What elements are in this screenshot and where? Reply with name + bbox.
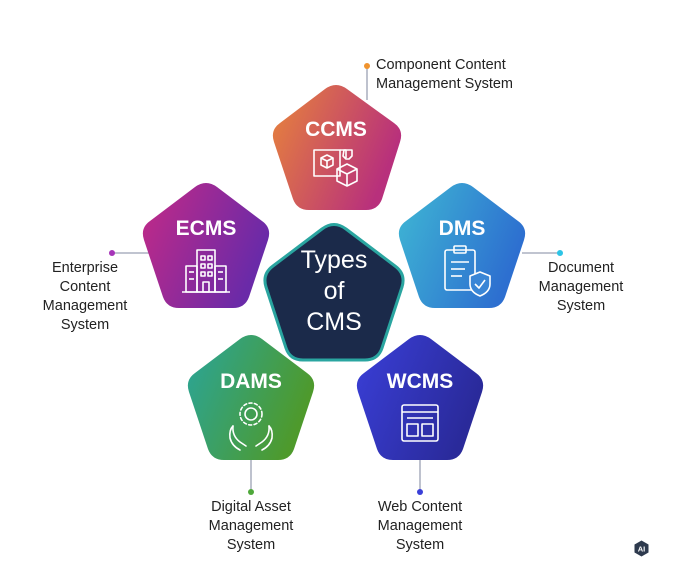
- connector-lines: [112, 66, 560, 492]
- ecms-description-line: Enterprise: [51, 260, 119, 276]
- dms-connector-dot: [557, 250, 563, 256]
- ecms-node: ECMS: [142, 183, 270, 308]
- dms-description-line: Document: [547, 260, 615, 276]
- ecms-description-line: Management: [42, 298, 128, 314]
- ai-hexagon-icon: AI: [634, 540, 649, 557]
- ecms-description-line: System: [60, 317, 110, 333]
- 3d-cube-printer-icon: [313, 149, 358, 187]
- center-title-line-2: of: [324, 277, 345, 305]
- dms-label: DMS: [439, 217, 486, 240]
- ecms-pentagon: [142, 183, 270, 308]
- dms-description-line: System: [556, 298, 606, 314]
- dams-description-line: Management: [208, 518, 294, 534]
- dms-description: Document Management System: [522, 259, 640, 316]
- ccms-node: CCMS: [272, 85, 402, 210]
- wcms-description-line: Web Content: [377, 499, 463, 515]
- ccms-description-line: Management System: [376, 76, 514, 92]
- connector-dots: [109, 63, 563, 495]
- wcms-description: Web Content Management System: [350, 498, 490, 555]
- dams-node: DAMS: [187, 335, 315, 460]
- dams-description: Digital Asset Management System: [181, 498, 321, 555]
- dams-label: DAMS: [220, 370, 282, 393]
- ccms-pentagon: [272, 85, 402, 210]
- dams-connector-dot: [248, 489, 254, 495]
- ecms-connector-dot: [109, 250, 115, 256]
- ai-badge-text: AI: [638, 545, 646, 554]
- wcms-description-line: System: [395, 537, 445, 553]
- document-shield-icon: [444, 245, 491, 297]
- center-pentagon: [263, 223, 405, 362]
- dms-node: DMS: [398, 183, 526, 308]
- wcms-pentagon: [356, 335, 484, 460]
- ccms-label: CCMS: [305, 118, 367, 141]
- wcms-node: WCMS: [356, 335, 484, 460]
- wcms-label: WCMS: [387, 370, 454, 393]
- ecms-label: ECMS: [176, 217, 237, 240]
- hands-holding-asset-icon: [229, 402, 273, 451]
- web-layout-icon: [401, 404, 439, 442]
- center-title-line-3: CMS: [306, 308, 362, 336]
- dams-pentagon: [187, 335, 315, 460]
- ccms-description-line: Component Content: [376, 57, 506, 73]
- ecms-description-line: Content: [59, 279, 111, 295]
- center-title-line-1: Types: [301, 246, 368, 274]
- ecms-description: Enterprise Content Management System: [26, 259, 144, 335]
- dams-description-line: System: [226, 537, 276, 553]
- office-building-icon: [182, 249, 230, 293]
- wcms-connector-dot: [417, 489, 423, 495]
- wcms-description-line: Management: [377, 518, 463, 534]
- ccms-description: Component Content Management System: [376, 56, 513, 94]
- center-node: Types of CMS: [263, 223, 405, 362]
- dams-description-line: Digital Asset: [211, 499, 291, 515]
- dms-description-line: Management: [538, 279, 624, 295]
- ccms-connector-dot: [364, 63, 370, 69]
